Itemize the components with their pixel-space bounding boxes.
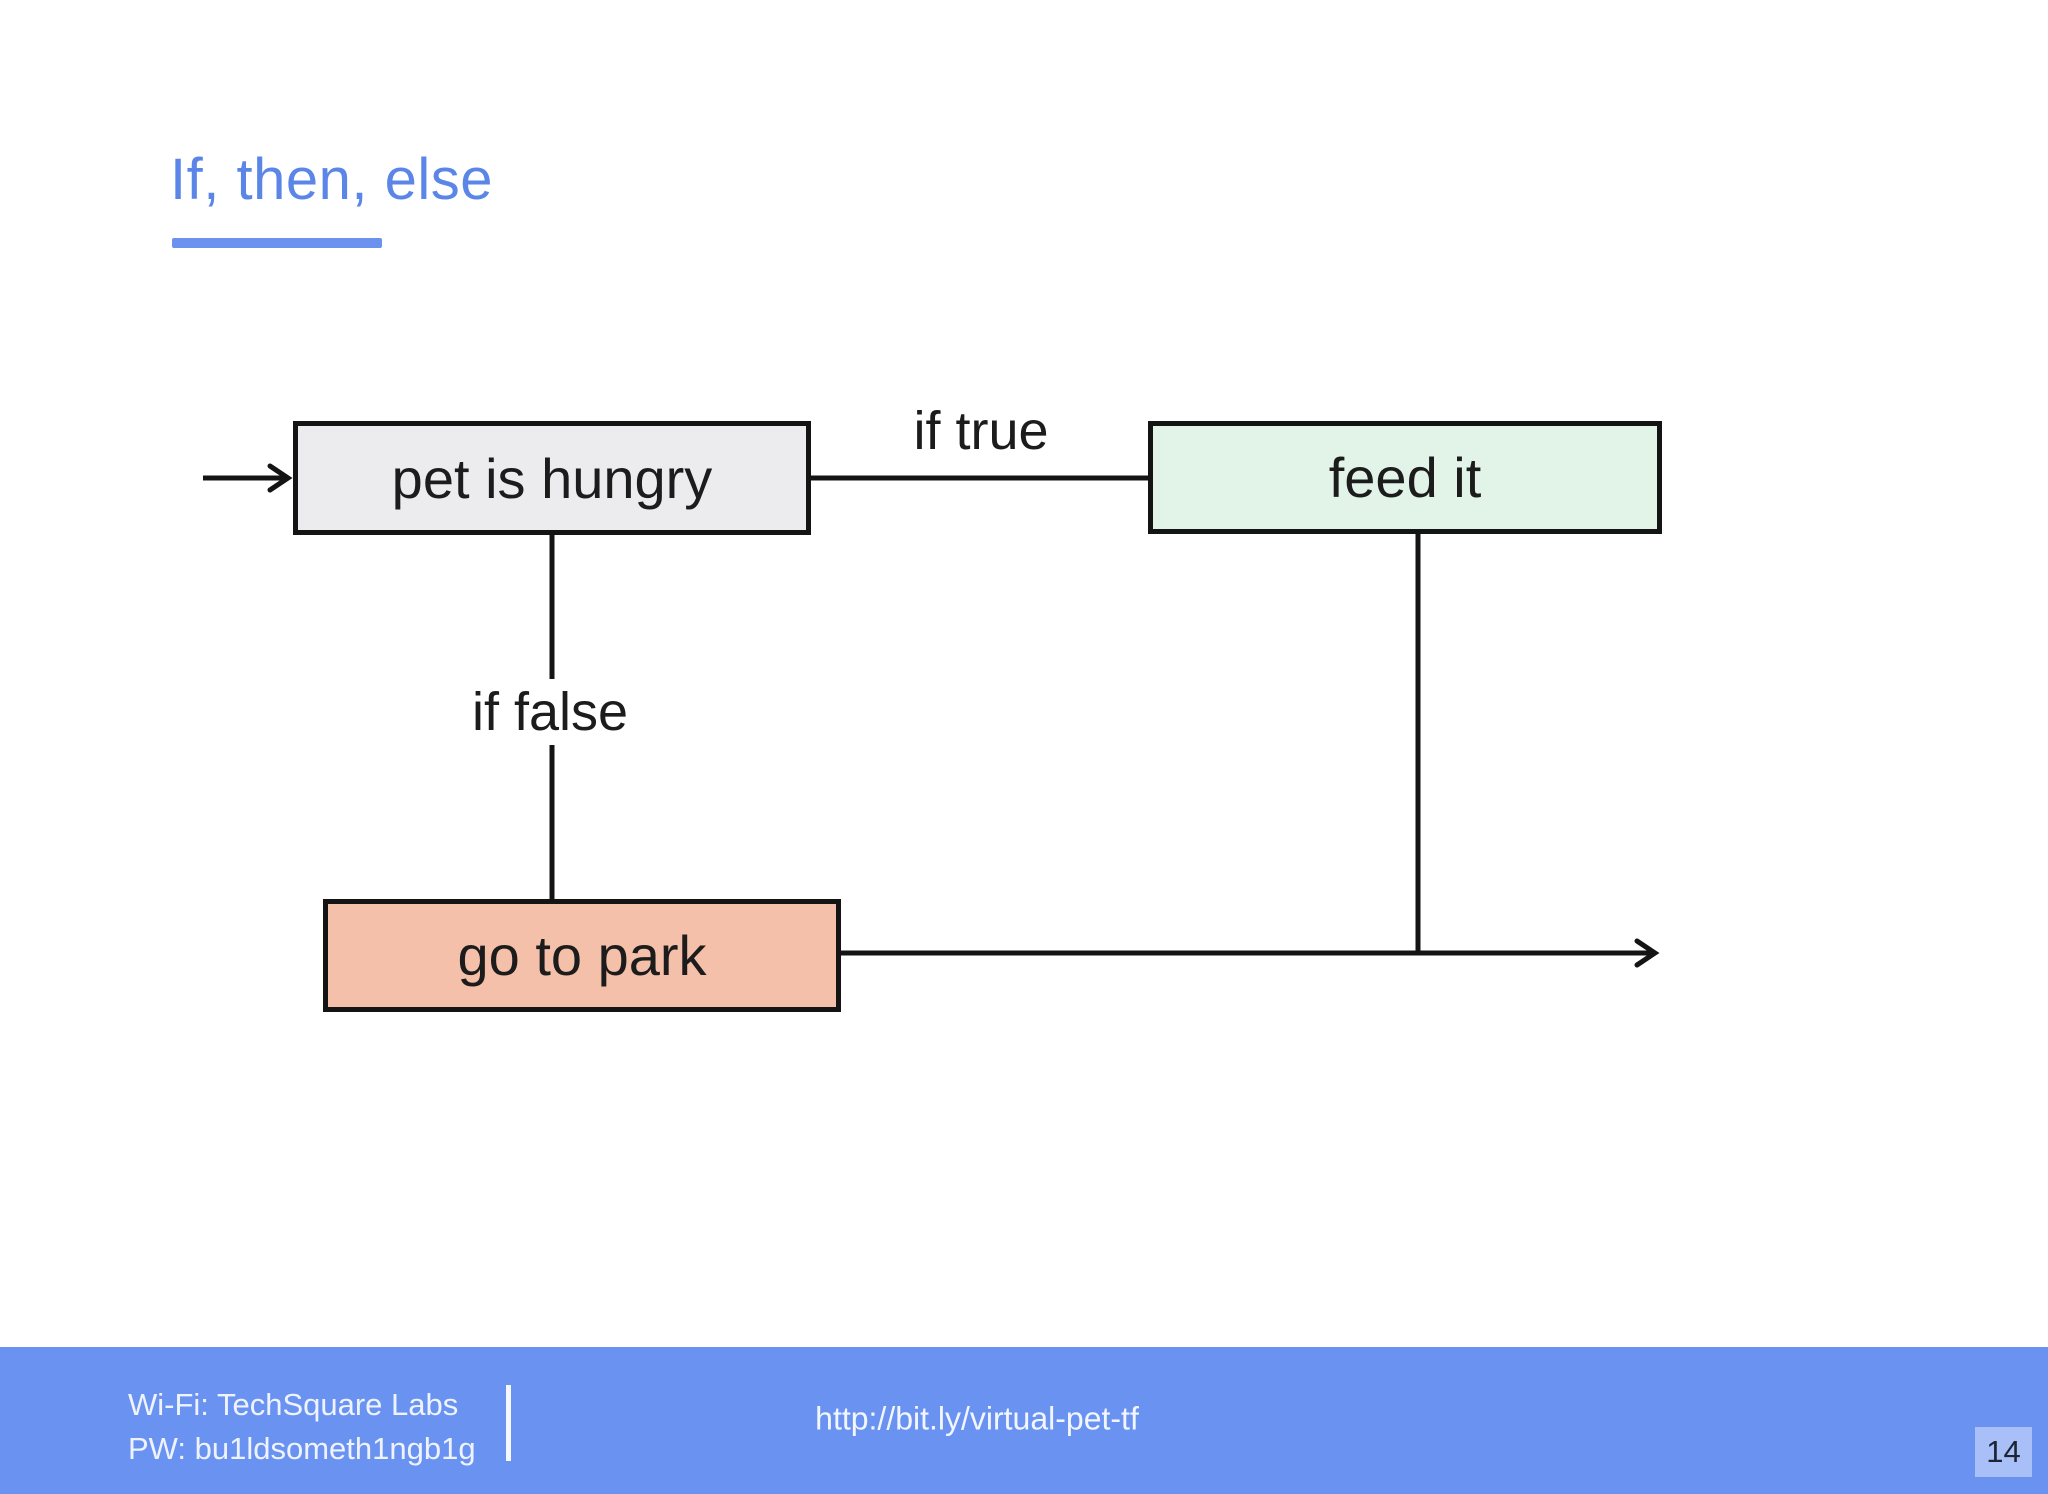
else-node: go to park xyxy=(323,899,841,1012)
page-number-badge: 14 xyxy=(1975,1427,2032,1477)
else-node-label: go to park xyxy=(457,924,707,987)
wifi-password-text: PW: bu1ldsometh1ngb1g xyxy=(128,1431,476,1466)
footer-divider xyxy=(506,1385,511,1461)
edge-label-if-true: if true xyxy=(913,401,1049,461)
then-node-label: feed it xyxy=(1328,446,1482,509)
footer-bar: Wi-Fi: TechSquare Labs PW: bu1ldsometh1n… xyxy=(0,1347,2048,1494)
title-underline xyxy=(172,238,382,248)
edge-label-if-false: if false xyxy=(455,679,645,745)
then-node: feed it xyxy=(1148,421,1662,534)
share-url-text: http://bit.ly/virtual-pet-tf xyxy=(815,1400,1139,1437)
wifi-info-block: Wi-Fi: TechSquare Labs PW: bu1ldsometh1n… xyxy=(128,1383,476,1471)
condition-node: pet is hungry xyxy=(293,421,811,535)
slide-title: If, then, else xyxy=(170,147,493,212)
wifi-network-text: Wi-Fi: TechSquare Labs xyxy=(128,1387,459,1422)
page-number-text: 14 xyxy=(1986,1434,2021,1469)
condition-node-label: pet is hungry xyxy=(391,446,713,510)
